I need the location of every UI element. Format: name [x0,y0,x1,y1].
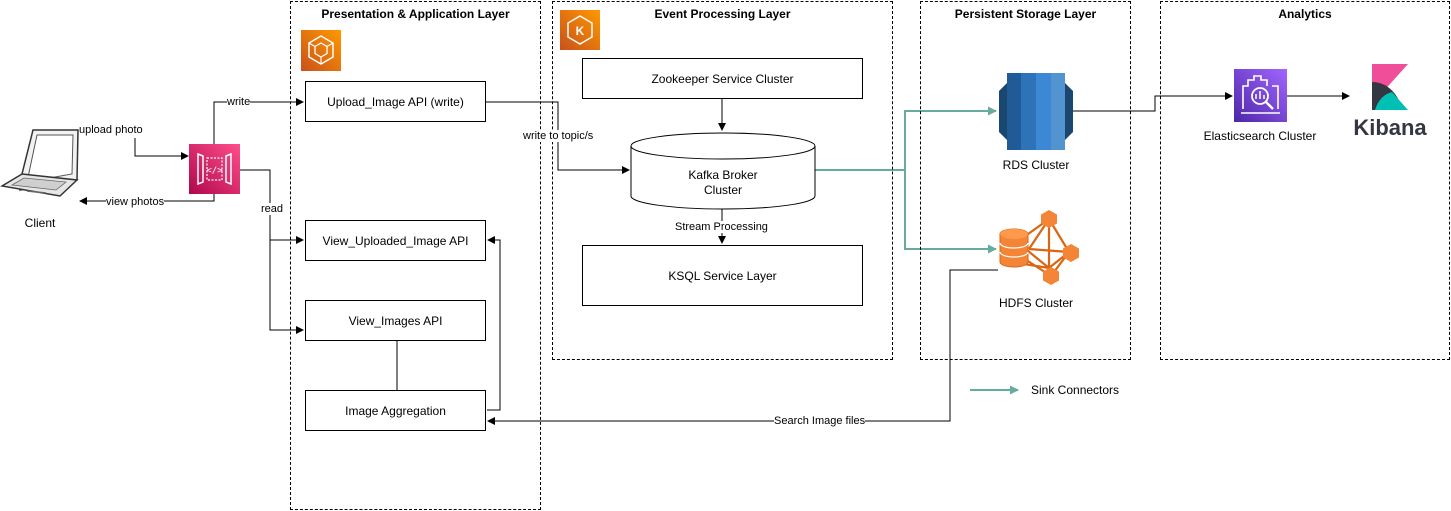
elasticsearch-icon[interactable] [1234,69,1287,122]
kibana-logo-icon[interactable] [1372,64,1408,110]
edge-rds-elasticsearch [1072,92,1233,112]
upload-photo-label: upload photo [79,124,143,136]
write-label: write [227,96,251,108]
read-label: read [261,203,284,215]
legend-sink-connectors-label: Sink Connectors [1031,383,1120,397]
elasticsearch-cluster-label: Elasticsearch Cluster [1203,129,1317,143]
lane-title-event-processing: Event Processing Layer [654,7,791,21]
hdfs-cluster-label: HDFS Cluster [998,296,1073,310]
svg-text:K: K [576,24,585,38]
kibana-wordmark: Kibana [1353,115,1427,140]
ecs-icon [301,30,341,71]
kafka-broker-cylinder[interactable] [630,132,816,210]
search-image-files-label: Search Image files [774,415,866,427]
lane-persistent-storage [920,1,1131,360]
write-to-topic-label: write to topic/s [523,130,594,142]
edge-read-view-images [269,240,304,334]
rds-cluster-label: RDS Cluster [1002,158,1070,172]
edge-write [213,98,304,144]
stream-processing-label: Stream Processing [675,221,768,233]
edge-sink-hdfs [904,170,997,254]
edge-upload-photo [134,138,189,160]
zookeeper-box[interactable]: Zookeeper Service Cluster [582,58,863,99]
eks-icon: K [560,10,600,50]
api-gateway-icon[interactable]: </> [189,144,240,194]
edge-aggregation-view-uploaded [487,236,501,411]
laptop-icon [0,129,79,197]
edge-search-image-files [487,269,998,425]
lane-analytics [1160,1,1450,360]
image-aggregation-box[interactable]: Image Aggregation [305,390,486,431]
view-images-api-box[interactable]: View_Images API [305,300,486,341]
svg-text:</>: </> [206,166,223,176]
upload-image-api-box[interactable]: Upload_Image API (write) [305,81,486,122]
kafka-broker-label-line1: Kafka Broker [688,168,758,182]
edge-sink-rds [815,106,997,171]
lane-title-presentation: Presentation & Application Layer [321,7,510,21]
rds-database-icon[interactable] [999,73,1073,150]
lane-title-persistent-storage: Persistent Storage Layer [954,7,1097,21]
view-photos-label: view photos [106,196,165,208]
hdfs-cluster-icon[interactable] [999,210,1080,285]
lane-presentation [290,1,541,510]
lane-title-analytics: Analytics [1278,7,1332,21]
lane-event-processing [552,1,893,360]
client-label: Client [24,216,56,230]
kafka-broker-label-line2: Cluster [703,183,742,197]
view-uploaded-image-api-box[interactable]: View_Uploaded_Image API [305,220,486,261]
ksql-service-box[interactable]: KSQL Service Layer [582,245,863,306]
